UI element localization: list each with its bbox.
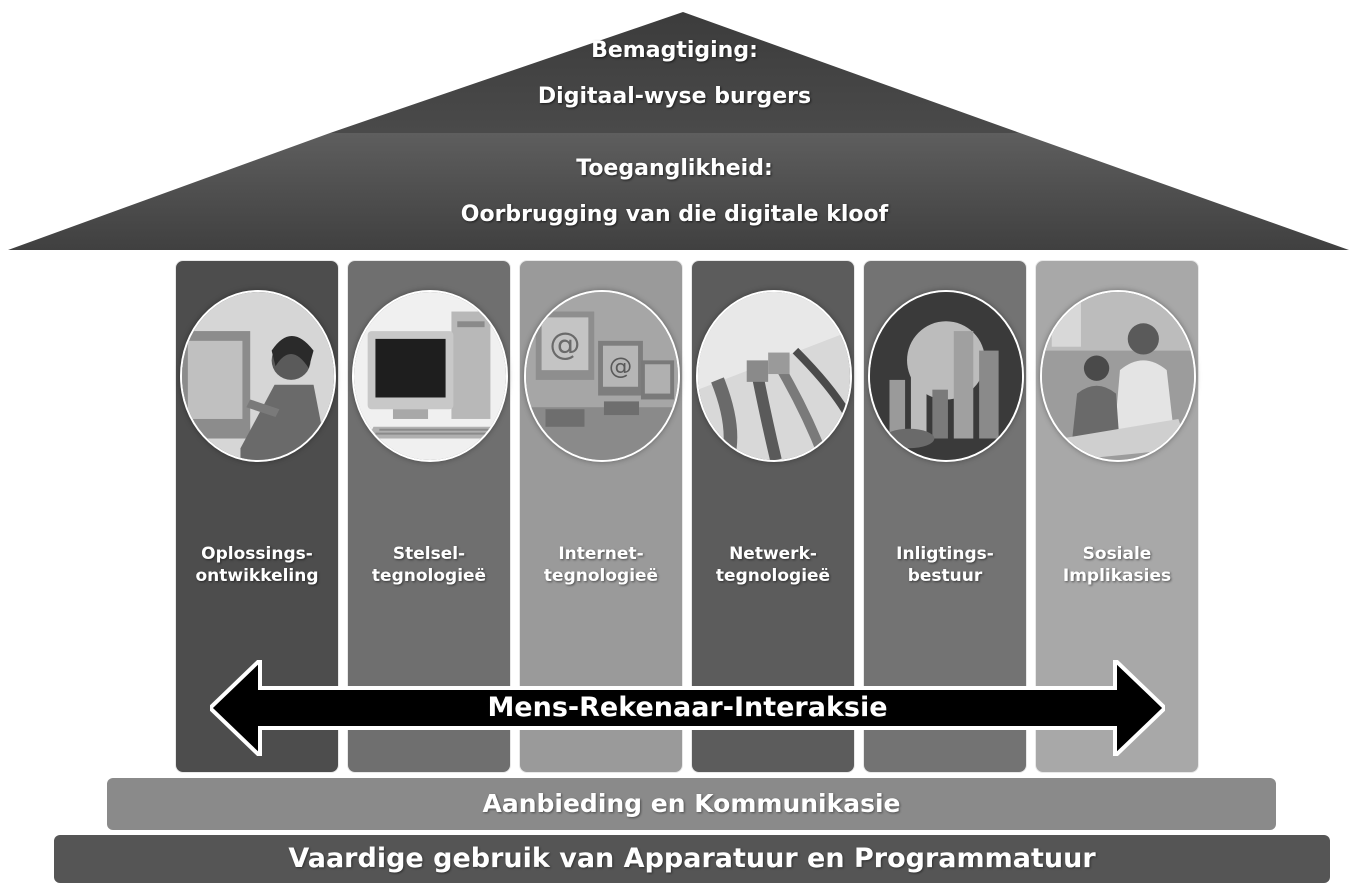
- pillar-label-line1: Internet-: [558, 544, 644, 564]
- double-arrow-icon: [210, 660, 1165, 756]
- pillar-label-line1: Netwerk-: [729, 544, 817, 564]
- woman-at-monitor-icon: [180, 290, 336, 462]
- roof-bottom-heading: Toeganglikheid:: [576, 156, 773, 181]
- roof-bottom-subheading: Oorbrugging van die digitale kloof: [460, 202, 889, 227]
- svg-text:@: @: [549, 326, 580, 362]
- pillar-label-line2: Implikasies: [1062, 566, 1172, 586]
- pillar-label-line1: Sosiale: [1082, 544, 1152, 564]
- pillar-label-line1: Stelsel-: [392, 544, 466, 564]
- people-at-computer-icon: [1040, 290, 1196, 462]
- network-cables-icon: [696, 290, 852, 462]
- foundation-step-1: Aanbieding en Kommunikasie: [107, 778, 1276, 830]
- pillar-label: Sosiale Implikasies: [1036, 543, 1198, 587]
- pillar-label-line2: ontwikkeling: [195, 566, 319, 586]
- pillar-label-line1: Inligtings-: [896, 544, 994, 564]
- pillar-label: Inligtings- bestuur: [864, 543, 1026, 587]
- pillar-label-line2: tegnologieë: [543, 566, 659, 586]
- pillar-label: Internet- tegnologieë: [520, 543, 682, 587]
- desktop-computer-icon: [352, 290, 508, 462]
- roof-lower-band: [8, 133, 1349, 250]
- roof-upper-band: [330, 12, 1020, 133]
- roof-top-subheading: Digitaal-wyse burgers: [537, 84, 812, 109]
- roof: [8, 12, 1349, 250]
- bar-chart-icon: [868, 290, 1024, 462]
- roof-top-heading: Bemagtiging:: [591, 38, 758, 63]
- pillar-label: Oplossings- ontwikkeling: [176, 543, 338, 587]
- at-sign-monitors-icon: @ @: [524, 290, 680, 462]
- pillar-label-line1: Oplossings-: [201, 544, 313, 564]
- pillar-label: Stelsel- tegnologieë: [348, 543, 510, 587]
- svg-text:@: @: [609, 352, 632, 380]
- foundation-step-2: Vaardige gebruik van Apparatuur en Progr…: [54, 835, 1330, 883]
- pillar-label-line2: tegnologieë: [371, 566, 487, 586]
- pillar-label-line2: tegnologieë: [715, 566, 831, 586]
- pillar-label-line2: bestuur: [907, 566, 983, 586]
- arrow-label: Mens-Rekenaar-Interaksie: [487, 692, 888, 723]
- pillar-label: Netwerk- tegnologieë: [692, 543, 854, 587]
